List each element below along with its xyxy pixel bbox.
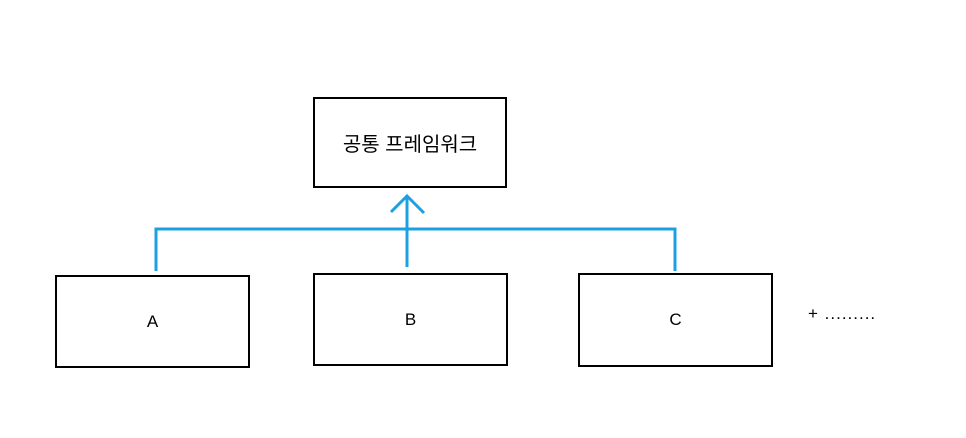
node-a-label: A (146, 311, 159, 331)
node-b-label: B (404, 309, 417, 329)
node-c-label: C (669, 310, 682, 329)
node-b: B (313, 273, 508, 366)
more-items-ellipsis: + ......... (808, 304, 877, 323)
node-common-framework-label: 공통 프레임워크 (342, 134, 478, 156)
node-c: C (578, 273, 773, 367)
bracket-line (154, 227, 677, 271)
node-a: A (55, 275, 250, 368)
node-common-framework: 공통 프레임워크 (313, 97, 507, 188)
arrow-head-icon (389, 193, 426, 215)
